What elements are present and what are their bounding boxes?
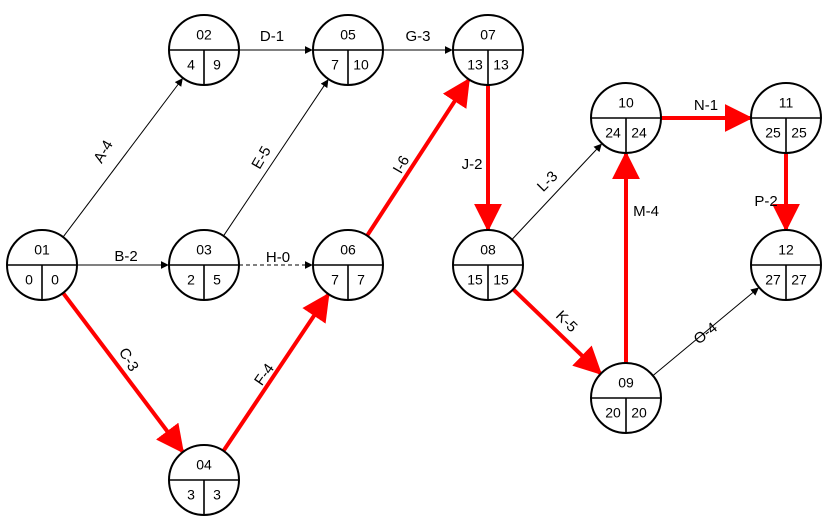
edge-i-6-arrow — [365, 77, 471, 237]
edge-j-2-label: J-2 — [462, 156, 483, 173]
node-late-finish: 25 — [791, 125, 807, 141]
node-06: 067 7 — [312, 229, 384, 301]
edge-a-4-arrow — [62, 78, 183, 238]
node-id: 12 — [778, 242, 794, 258]
edge-l-3-arrow — [511, 143, 602, 240]
node-late-finish: 0 — [51, 272, 59, 288]
node-02: 024 9 — [168, 14, 240, 86]
node-late-finish: 15 — [493, 272, 509, 288]
node-12: 12 27 27 — [750, 229, 822, 301]
edge-p-2-label: P-2 — [754, 193, 777, 210]
node-late-finish: 13 — [493, 57, 509, 73]
edge-m-4-label: M-4 — [633, 203, 659, 220]
node-early-start: 27 — [765, 272, 781, 288]
node-id: 06 — [340, 242, 356, 258]
node-late-finish: 20 — [631, 405, 647, 421]
node-late-finish: 27 — [791, 272, 807, 288]
edge-k-5-arrow — [511, 287, 603, 375]
node-late-finish: 10 — [353, 57, 369, 73]
node-early-start: 7 — [331, 57, 339, 73]
edge-a-4-label: A-4 — [90, 137, 116, 166]
node-id: 03 — [196, 242, 212, 258]
node-early-start: 7 — [331, 272, 339, 288]
node-late-finish: 7 — [357, 272, 365, 288]
edge-n-1-label: N-1 — [694, 97, 718, 114]
node-07: 07 13 13 — [452, 14, 524, 86]
edge-i-6-label: I-6 — [390, 153, 413, 177]
node-early-start: 4 — [187, 57, 195, 73]
edge-e-5-arrow — [223, 79, 329, 237]
node-03: 032 5 — [168, 229, 240, 301]
node-08: 08 15 15 — [452, 229, 524, 301]
node-early-start: 25 — [765, 125, 781, 141]
node-early-start: 15 — [467, 272, 483, 288]
node-id: 02 — [196, 27, 212, 43]
node-01: 010 0 — [6, 229, 78, 301]
edge-o-4-arrow — [652, 287, 759, 377]
node-early-start: 2 — [187, 272, 195, 288]
node-id: 04 — [196, 457, 212, 473]
edge-f-4-label: F-4 — [251, 361, 278, 389]
edge-h-0-label: H-0 — [266, 249, 290, 266]
edge-e-5-label: E-5 — [248, 143, 274, 172]
edge-c-3-arrow — [61, 291, 185, 454]
node-late-finish: 9 — [213, 57, 221, 73]
node-10: 10 24 24 — [590, 82, 662, 154]
node-late-finish: 5 — [213, 272, 221, 288]
node-id: 01 — [34, 242, 50, 258]
node-early-start: 20 — [605, 405, 621, 421]
node-05: 057 10 — [312, 14, 384, 86]
node-early-start: 13 — [467, 57, 483, 73]
node-id: 08 — [480, 242, 496, 258]
node-id: 05 — [340, 27, 356, 43]
node-04: 043 3 — [168, 444, 240, 516]
node-late-finish: 24 — [631, 125, 647, 141]
node-early-start: 3 — [187, 487, 195, 503]
edge-g-3-label: G-3 — [405, 28, 430, 45]
node-09: 09 20 20 — [590, 362, 662, 434]
node-late-finish: 3 — [213, 487, 221, 503]
edge-d-1-label: D-1 — [260, 28, 284, 45]
edge-b-2-label: B-2 — [114, 248, 137, 265]
node-early-start: 0 — [25, 272, 33, 288]
node-early-start: 24 — [605, 125, 621, 141]
node-id: 07 — [480, 27, 496, 43]
edge-f-4-arrow — [221, 292, 330, 453]
node-11: 11 25 25 — [750, 82, 822, 154]
node-id: 11 — [779, 95, 794, 111]
node-id: 10 — [618, 95, 634, 111]
node-id: 09 — [618, 375, 634, 391]
